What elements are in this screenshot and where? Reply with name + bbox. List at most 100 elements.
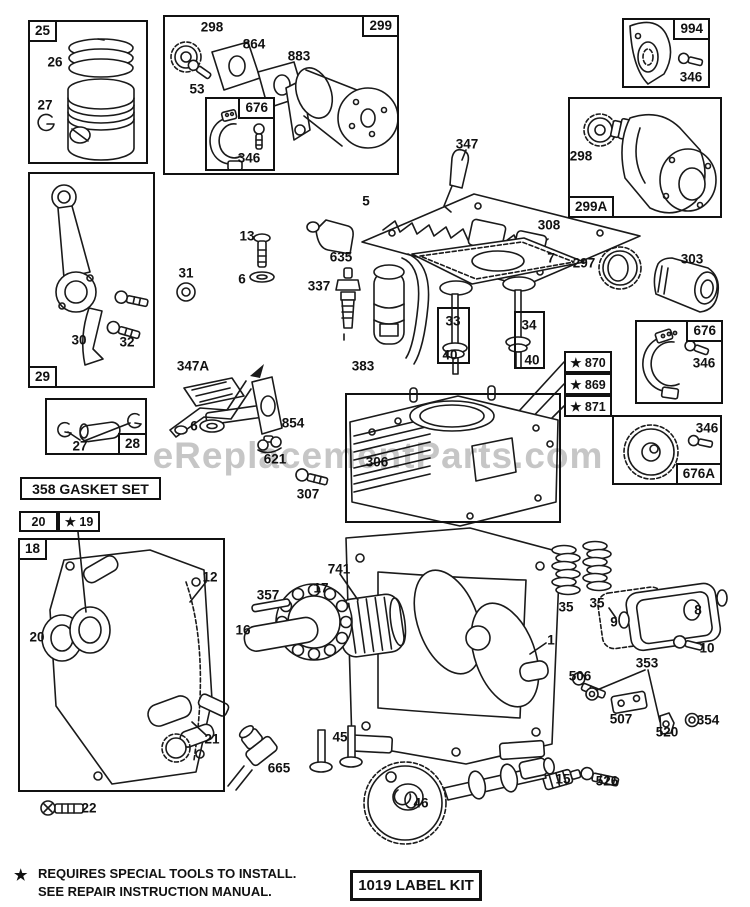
- starter-motor-drawing: [285, 67, 399, 149]
- group-box-994: 994: [622, 18, 710, 88]
- part-label-5: 5: [362, 193, 370, 209]
- group-label-299: 299: [362, 15, 399, 37]
- part-label-307: 307: [296, 486, 320, 502]
- group-box-25: 25: [28, 20, 148, 164]
- footnote-line2: SEE REPAIR INSTRUCTION MANUAL.: [38, 884, 272, 899]
- washer353a-drawing: [585, 687, 599, 701]
- piston-rings-drawing: [68, 38, 134, 78]
- starter299A-drawing: [583, 113, 717, 214]
- part-label-31: 31: [178, 265, 194, 281]
- part-label-357: 357: [256, 587, 280, 603]
- part-label-27: 27: [37, 97, 53, 113]
- oil-dipper-drawing: [81, 307, 104, 366]
- part-label-308: 308: [537, 217, 561, 233]
- pointer-lines: [77, 149, 617, 736]
- cam-gear46-drawing: [363, 761, 447, 845]
- part-label-353: 353: [635, 655, 659, 671]
- screw10-drawing: [672, 635, 704, 651]
- link520-drawing: [659, 712, 675, 735]
- part-label-12: 12: [202, 569, 218, 585]
- crankshaft-pto-drawing: [243, 598, 319, 652]
- washer31-drawing: [176, 282, 196, 302]
- group-label-676-inner: 676: [238, 97, 275, 119]
- part-label-346c: 346: [692, 355, 716, 371]
- group-box-871: ★ 871: [564, 395, 612, 417]
- part-label-40b: 40: [524, 352, 540, 368]
- part-label-26: 26: [47, 54, 63, 70]
- connecting-rod-drawing: [51, 184, 97, 313]
- spark-plug-drawing: [335, 267, 361, 341]
- spark-plug-boot-drawing: [306, 219, 354, 255]
- cylinder306-drawing: [349, 385, 559, 527]
- group-box-869: ★ 869: [564, 373, 612, 395]
- crankcase-cover-drawing: [41, 549, 230, 785]
- part-label-883: 883: [287, 48, 311, 64]
- part-label-53: 53: [189, 81, 205, 97]
- bolt307-drawing: [295, 468, 329, 486]
- pointer-353: [596, 669, 661, 723]
- part-label-383: 383: [351, 358, 375, 374]
- cover994-drawing: [629, 21, 672, 85]
- part-label-35b: 35: [589, 595, 605, 611]
- part-label-864: 864: [242, 36, 266, 52]
- nut354-drawing: [684, 712, 700, 728]
- gasket297-drawing: [598, 246, 642, 290]
- part-label-15: 15: [555, 771, 571, 787]
- brake-band676r-drawing: [642, 328, 680, 400]
- part-label-33: 33: [445, 313, 461, 329]
- part-label-34: 34: [521, 317, 537, 333]
- part-label-741: 741: [327, 561, 351, 577]
- valve-springs-drawing: [551, 540, 612, 596]
- part-label-298: 298: [200, 19, 224, 35]
- tappets45-drawing: [309, 725, 363, 773]
- intake-valve-drawing: [439, 280, 473, 375]
- group-box-676A: 676A: [612, 415, 722, 485]
- group-box-28: 28: [45, 398, 147, 455]
- part-label-665: 665: [267, 760, 291, 776]
- group-box-676-right: 676: [635, 320, 723, 404]
- group-box-18: 18: [18, 538, 225, 792]
- clip621-drawing: [257, 435, 282, 454]
- tube303-drawing: [653, 257, 720, 313]
- retaining-ring-icon: [37, 113, 55, 132]
- exhaust-valve-drawing: [502, 276, 536, 369]
- part-label-45: 45: [332, 729, 348, 745]
- part-label-347A: 347A: [176, 358, 210, 374]
- group-label-299A: 299A: [568, 196, 615, 218]
- crankshaft-drawing: [413, 569, 549, 708]
- bolt346-676A-drawing: [687, 434, 714, 448]
- bolt346-starter-drawing: [253, 123, 265, 150]
- group-box-299: 299: [163, 15, 399, 175]
- bolt22-drawing: [40, 800, 84, 816]
- part-label-17: 17: [313, 580, 329, 596]
- group-box-33-40: [437, 307, 470, 364]
- part-label-506: 506: [568, 668, 592, 684]
- part-label-9: 9: [610, 614, 618, 630]
- head-gasket7-drawing: [411, 237, 585, 285]
- plate507-drawing: [610, 690, 648, 714]
- bracket854-drawing: [205, 376, 283, 435]
- part-label-621: 621: [263, 451, 287, 467]
- gear676A-drawing: [623, 424, 679, 480]
- part-label-32: 32: [119, 334, 135, 350]
- bolt526-drawing: [580, 766, 620, 787]
- washer6b-drawing: [199, 419, 225, 433]
- part-label-635: 635: [329, 249, 353, 265]
- part-label-303: 303: [680, 251, 704, 267]
- part-label-346d: 346: [695, 420, 719, 436]
- group-label-676A: 676A: [675, 463, 722, 485]
- group-label-676-right: 676: [686, 320, 723, 342]
- part-label-347: 347: [455, 136, 479, 152]
- bolt13-drawing: [249, 233, 275, 283]
- piston-drawing: [67, 78, 135, 161]
- group-label-18: 18: [18, 538, 48, 560]
- part-label-526: 526: [595, 773, 619, 789]
- group-label-994: 994: [673, 18, 710, 40]
- group-label-28: 28: [117, 433, 147, 455]
- part-label-520: 520: [655, 724, 679, 740]
- gasket-set-box: 358 GASKET SET: [20, 477, 161, 500]
- part-label-346a: 346: [237, 150, 261, 166]
- group-box-19: ★ 19: [58, 511, 100, 532]
- bolt346-994-drawing: [677, 52, 704, 67]
